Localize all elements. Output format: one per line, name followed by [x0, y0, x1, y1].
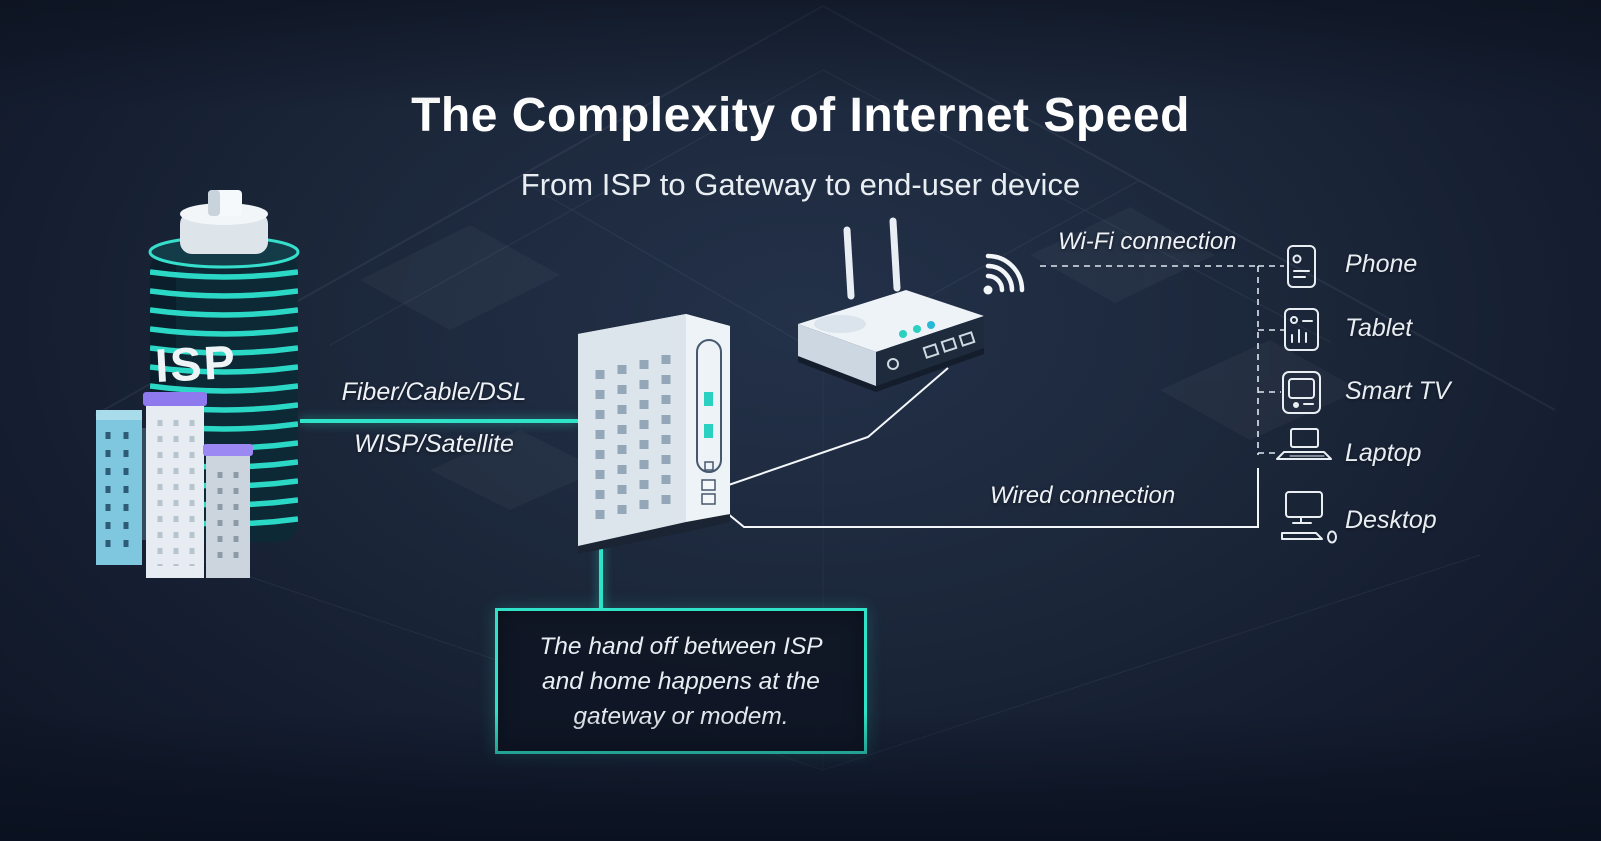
device-label-laptop: Laptop: [1345, 439, 1422, 467]
phone-icon: [1287, 245, 1316, 288]
wired-connection-line: [715, 468, 1259, 528]
wifi-signal-icon: [983, 253, 1025, 295]
desktop-icon: [1281, 491, 1337, 544]
page-title: The Complexity of Internet Speed: [411, 89, 1190, 143]
isp-link-label-line1: Fiber/Cable/DSL: [341, 378, 527, 406]
device-label-tablet: Tablet: [1345, 314, 1413, 342]
isp-label: ISP: [154, 335, 238, 392]
tablet-icon: [1284, 308, 1319, 351]
device-label-smart-tv: Smart TV: [1345, 377, 1451, 405]
wifi-connection-label: Wi-Fi connection: [1058, 228, 1237, 255]
router-panel-glyphs: [887, 331, 976, 370]
city-buildings: [96, 392, 253, 578]
device-icons: [1276, 245, 1337, 544]
device-label-desktop: Desktop: [1345, 506, 1437, 534]
modem-vent-grid: [595, 355, 671, 526]
gateway-callout-box: The hand off between ISP and home happen…: [495, 608, 867, 754]
smart-tv-icon: [1282, 371, 1321, 414]
modem-gateway: [578, 314, 730, 554]
device-label-phone: Phone: [1345, 250, 1418, 278]
modem-to-router-line: [713, 367, 949, 491]
page-subtitle: From ISP to Gateway to end-user device: [520, 167, 1081, 202]
gateway-callout-text: The hand off between ISP and home happen…: [539, 632, 823, 730]
wired-connection-label: Wired connection: [990, 482, 1176, 509]
wifi-dashed-lines: [1040, 265, 1284, 455]
router-antenna-right: [889, 217, 901, 292]
isp-building: ISP: [96, 190, 300, 578]
laptop-icon: [1276, 428, 1332, 460]
wifi-router: [798, 217, 984, 392]
router-antenna-left: [843, 226, 855, 300]
isp-link-label-line2: WISP/Satellite: [354, 430, 514, 458]
